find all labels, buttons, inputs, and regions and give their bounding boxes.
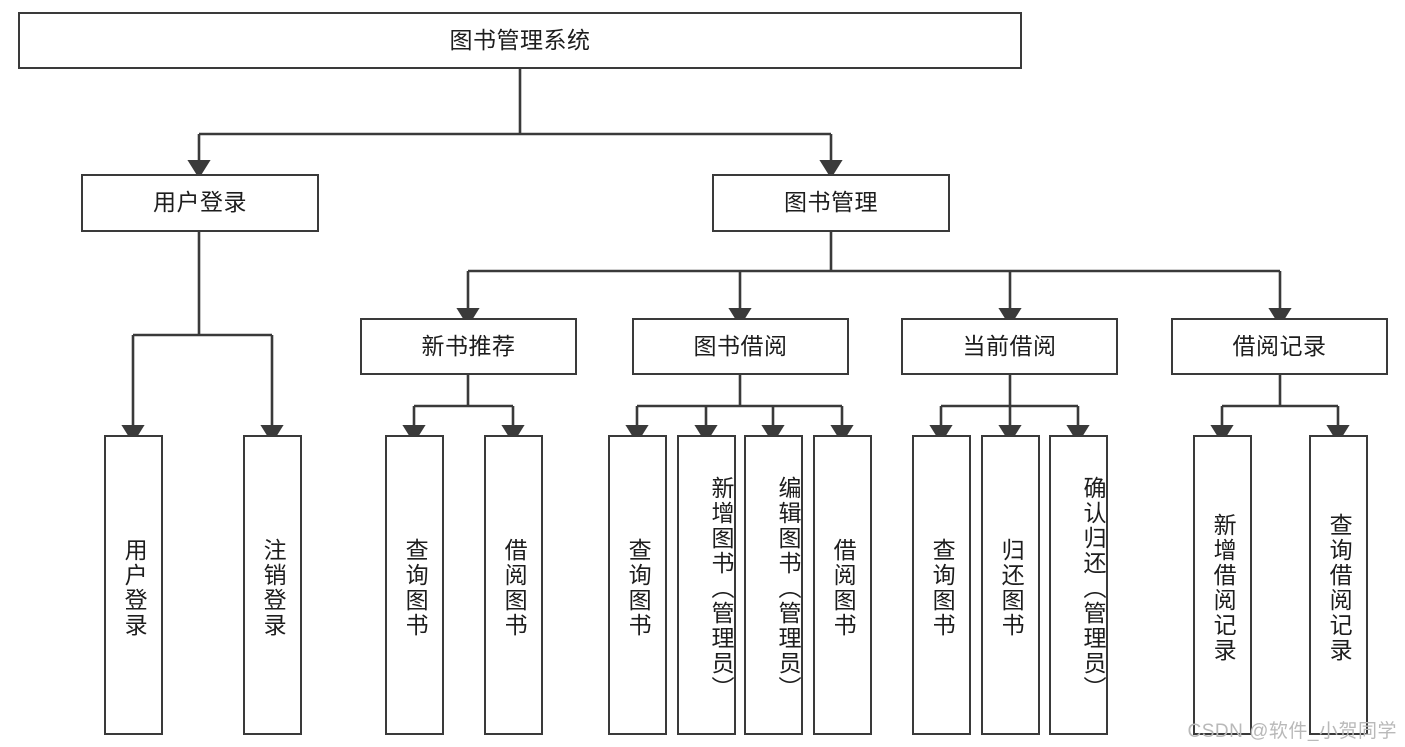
node-label: 新增图书（管理员） xyxy=(708,475,734,701)
node-label: 当前借阅 xyxy=(962,332,1057,359)
node-book-borrow[interactable]: 图书借阅 xyxy=(632,318,849,375)
node-label: 用户登录 xyxy=(153,189,247,216)
node-leaf-logout-login[interactable]: 注销登录 xyxy=(243,435,302,735)
node-label: 用户登录 xyxy=(121,538,148,638)
node-leaf-query-book-current[interactable]: 查询图书 xyxy=(912,435,971,735)
node-new-book-recommend[interactable]: 新书推荐 xyxy=(360,318,577,375)
node-leaf-query-borrow-record[interactable]: 查询借阅记录 xyxy=(1309,435,1368,735)
node-book-management[interactable]: 图书管理 xyxy=(712,174,950,232)
node-label: 确认归还（管理员） xyxy=(1080,475,1106,701)
node-leaf-edit-book-admin[interactable]: 编辑图书（管理员） xyxy=(744,435,803,735)
node-label: 编辑图书（管理员） xyxy=(775,475,801,701)
node-label: 图书管理系统 xyxy=(449,26,591,53)
node-leaf-user-login[interactable]: 用户登录 xyxy=(104,435,163,735)
node-leaf-query-book-borrow[interactable]: 查询图书 xyxy=(608,435,667,735)
node-label: 图书借阅 xyxy=(693,332,788,359)
node-label: 查询图书 xyxy=(929,538,956,638)
node-borrow-record[interactable]: 借阅记录 xyxy=(1171,318,1388,375)
node-label: 新书推荐 xyxy=(421,332,516,359)
node-label: 图书管理 xyxy=(784,189,878,216)
node-user-login[interactable]: 用户登录 xyxy=(81,174,319,232)
node-leaf-confirm-return-admin[interactable]: 确认归还（管理员） xyxy=(1049,435,1108,735)
node-label: 新增借阅记录 xyxy=(1210,513,1237,663)
node-leaf-return-book[interactable]: 归还图书 xyxy=(981,435,1040,735)
node-label: 归还图书 xyxy=(998,538,1025,638)
node-label: 注销登录 xyxy=(260,538,287,638)
node-leaf-add-borrow-record[interactable]: 新增借阅记录 xyxy=(1193,435,1252,735)
node-leaf-query-book-recommend[interactable]: 查询图书 xyxy=(385,435,444,735)
node-label: 查询借阅记录 xyxy=(1326,513,1353,663)
node-leaf-borrow-book[interactable]: 借阅图书 xyxy=(813,435,872,735)
node-label: 借阅图书 xyxy=(501,538,528,638)
node-current-borrow[interactable]: 当前借阅 xyxy=(901,318,1118,375)
node-leaf-add-book-admin[interactable]: 新增图书（管理员） xyxy=(677,435,736,735)
node-label: 查询图书 xyxy=(402,538,429,638)
node-label: 查询图书 xyxy=(625,538,652,638)
node-leaf-borrow-book-recommend[interactable]: 借阅图书 xyxy=(484,435,543,735)
node-root-book-management-system[interactable]: 图书管理系统 xyxy=(18,12,1022,69)
node-label: 借阅记录 xyxy=(1232,332,1327,359)
node-label: 借阅图书 xyxy=(830,538,857,638)
watermark-text: CSDN @软件_小贺同学 xyxy=(1187,721,1397,742)
